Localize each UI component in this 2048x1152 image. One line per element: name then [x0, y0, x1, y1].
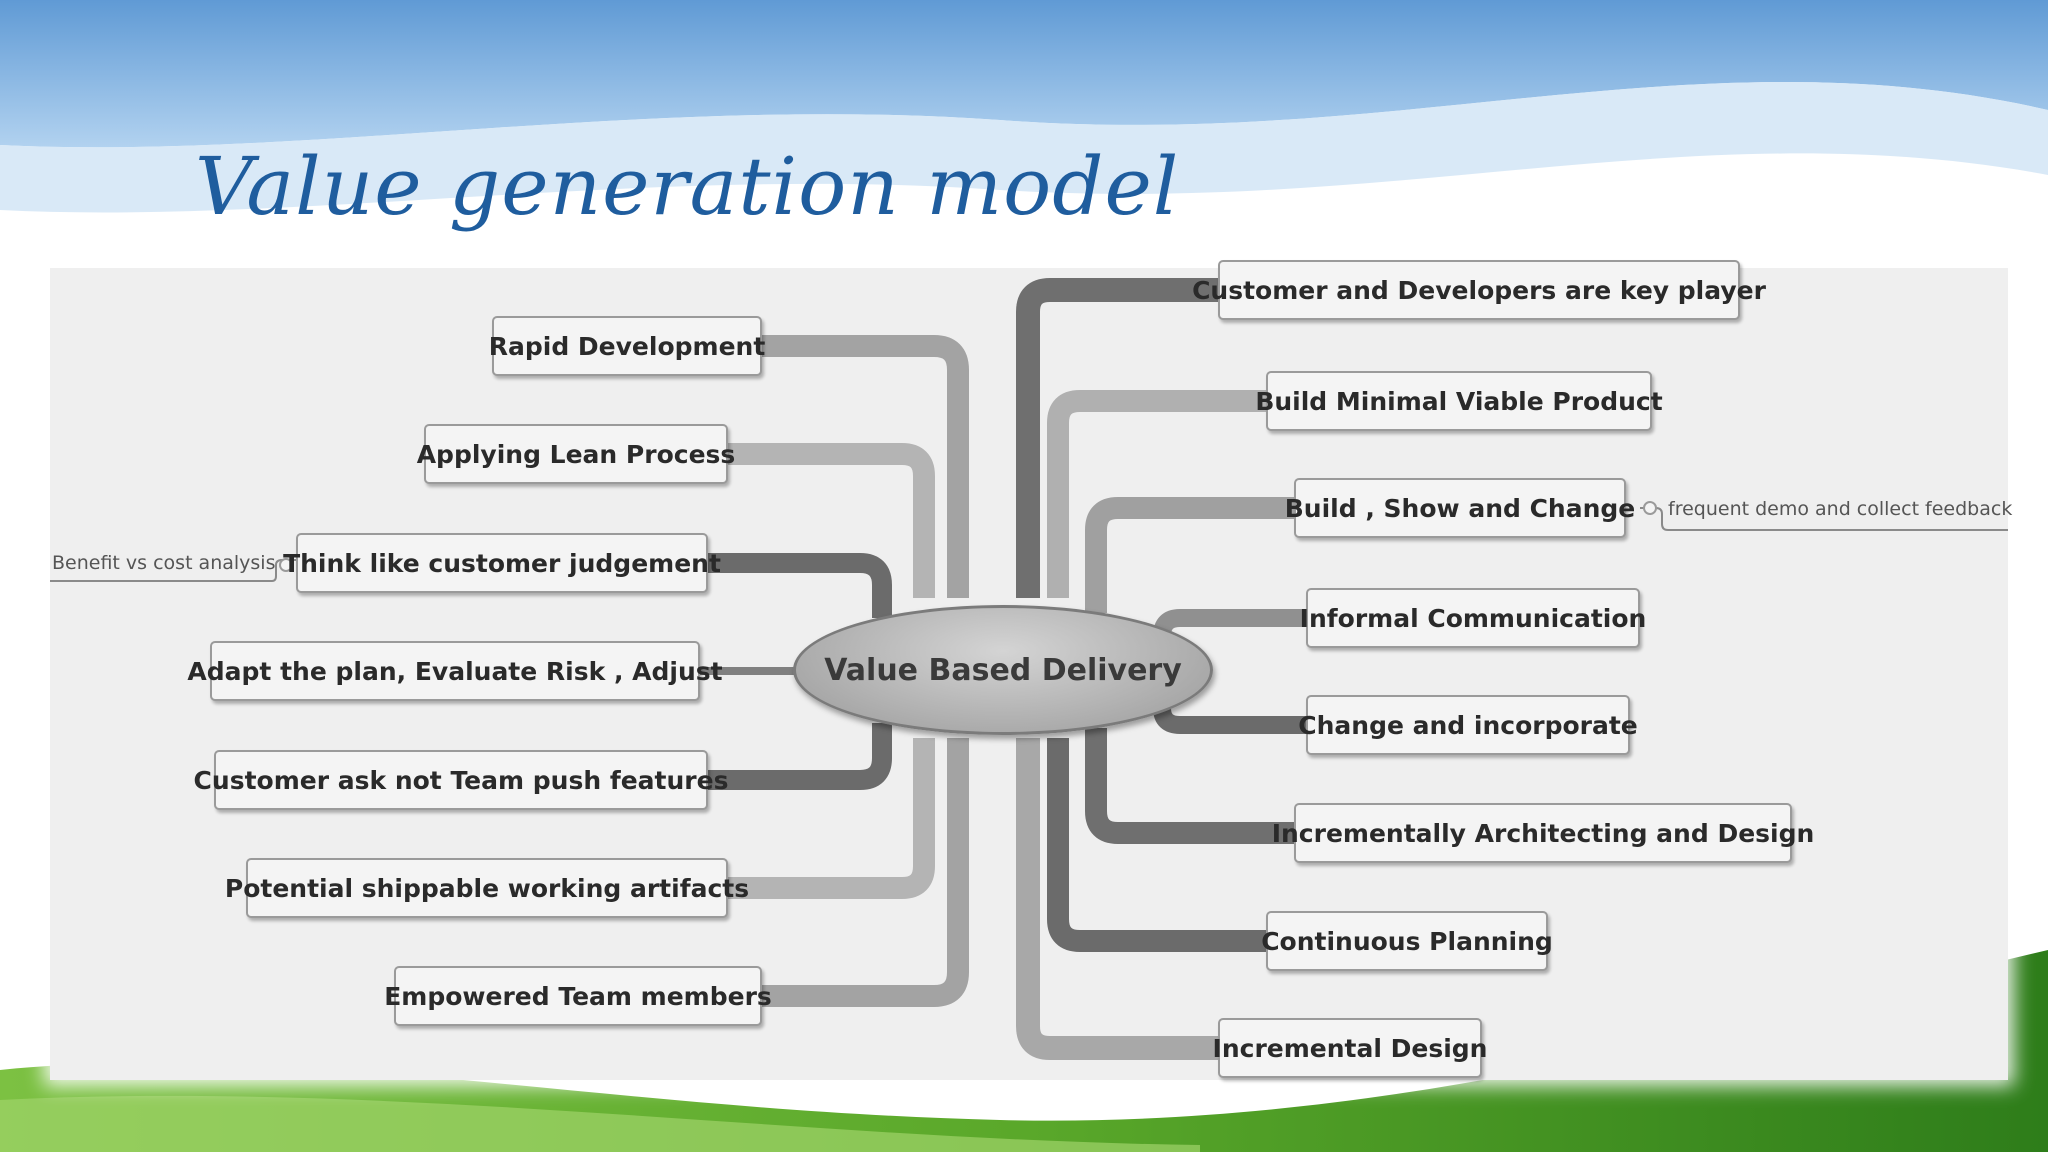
- sky-wave-light: [0, 82, 2048, 213]
- branch-customer-ask: [706, 723, 892, 790]
- node-build-minimal-viable-product[interactable]: Build Minimal Viable Product: [1255, 371, 1663, 431]
- node-adapt-the-plan[interactable]: Adapt the plan, Evaluate Risk , Adjust: [187, 641, 723, 701]
- node-continuous-planning[interactable]: Continuous Planning: [1261, 911, 1553, 971]
- branch-build-mvp: [1047, 390, 1268, 598]
- sky-wave: [0, 0, 2048, 148]
- branch-potential-shippable: [726, 738, 935, 899]
- branch-continuous-planning: [1047, 738, 1268, 952]
- branch-customer-developers: [1016, 278, 1220, 598]
- connector-right-note: [1640, 507, 2008, 531]
- collapse-left-icon: [279, 558, 293, 572]
- node-think-like-customer-judgement[interactable]: Think like customer judgement: [283, 533, 721, 593]
- node-empowered-team-members[interactable]: Empowered Team members: [384, 966, 772, 1026]
- branch-applying-lean-process: [726, 443, 935, 598]
- node-rapid-development[interactable]: Rapid Development: [489, 316, 765, 376]
- branch-incremental-design: [1016, 738, 1220, 1060]
- node-customer-developers-key-player[interactable]: Customer and Developers are key player: [1192, 260, 1766, 320]
- branch-empowered-team: [760, 738, 969, 1007]
- grass-hill-light: [0, 1095, 1200, 1152]
- connector-left-note: [50, 559, 296, 582]
- grass-hill: [0, 950, 2048, 1152]
- central-topic[interactable]: Value Based Delivery: [793, 605, 1213, 735]
- mind-map-branches: [50, 278, 2008, 1060]
- node-customer-ask[interactable]: Customer ask not Team push features: [194, 750, 728, 810]
- branch-rapid-development: [760, 335, 969, 598]
- node-incremental-design[interactable]: Incremental Design: [1213, 1018, 1487, 1078]
- slide-title: Value generation model: [195, 140, 1180, 233]
- branch-incrementally-architecting: [1085, 728, 1296, 844]
- node-incrementally-architecting[interactable]: Incrementally Architecting and Design: [1272, 803, 1814, 863]
- node-informal-communication[interactable]: Informal Communication: [1300, 588, 1646, 648]
- collapse-right-icon: [1643, 501, 1657, 515]
- node-potential-shippable[interactable]: Potential shippable working artifacts: [225, 858, 749, 918]
- note-frequent-demo: frequent demo and collect feedback: [1668, 498, 2013, 520]
- node-change-and-incorporate[interactable]: Change and incorporate: [1298, 695, 1638, 755]
- node-build-show-and-change[interactable]: Build , Show and Change: [1285, 478, 1635, 538]
- branch-think-like-customer: [706, 553, 892, 618]
- branch-build-show-change: [1085, 497, 1296, 613]
- mind-map: Value Based Delivery Rapid Development A…: [50, 260, 2012, 1080]
- node-applying-lean-process[interactable]: Applying Lean Process: [417, 424, 735, 484]
- note-benefit-vs-cost: Benefit vs cost analysis: [52, 552, 276, 574]
